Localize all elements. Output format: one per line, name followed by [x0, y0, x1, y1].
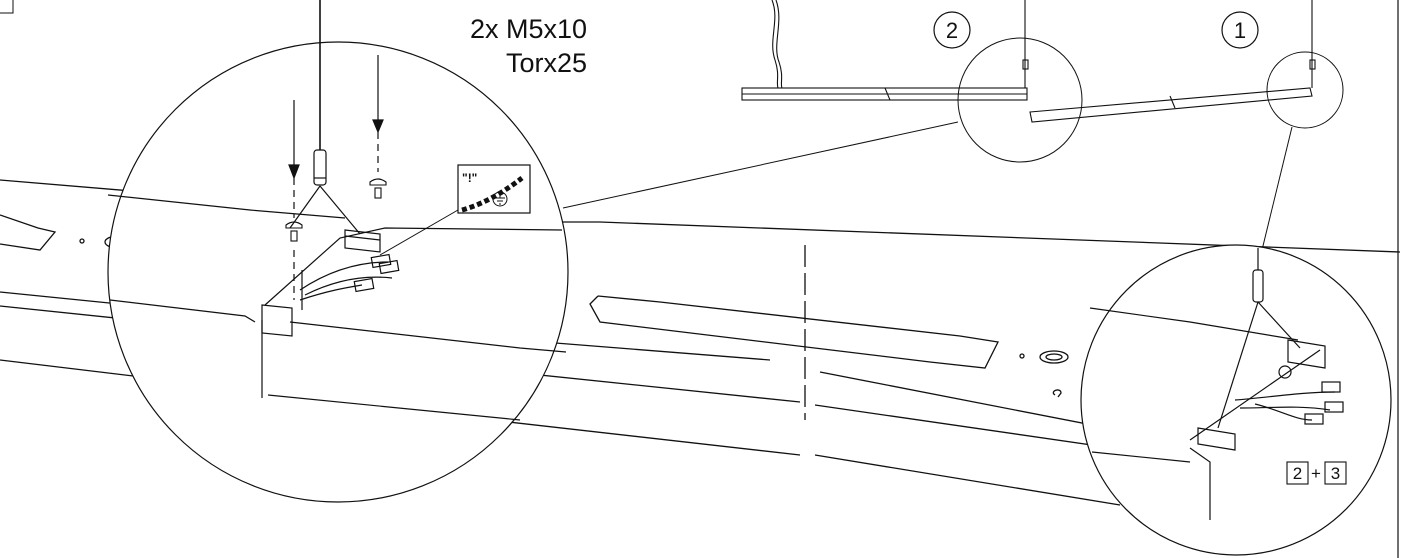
overview-detail-circle-1	[1266, 51, 1344, 129]
frame-corner	[0, 0, 14, 14]
ground-warning-inset: "!"	[379, 164, 531, 256]
step-marker-1-label: 1	[1234, 18, 1246, 43]
detail-end: 2 + 3	[1080, 244, 1392, 556]
step-marker-1: 1	[1221, 11, 1259, 49]
screw-icon	[285, 178, 387, 242]
step-marker-2-label: 2	[946, 18, 958, 43]
cable-hanger-icon	[289, 149, 361, 235]
insertion-arrows	[288, 55, 384, 300]
overview-detail-circle-2	[957, 37, 1083, 163]
connector-ref-left: 2	[1293, 464, 1302, 483]
connector-refs: 2 + 3	[1286, 461, 1347, 485]
connector-icon	[1304, 381, 1344, 425]
detail-joint: "!"	[107, 0, 569, 503]
screw-spec-drive: Torx25	[506, 48, 587, 78]
cable-hanger-icon	[1217, 248, 1301, 429]
wire-warning-label: "!"	[462, 171, 477, 185]
leader-line-left	[562, 121, 959, 209]
connector-ref-plus: +	[1311, 464, 1321, 483]
leader-line-right	[1261, 126, 1293, 251]
overview-luminaires	[741, 0, 1316, 123]
ground-icon	[492, 191, 508, 207]
connector-ref-right: 3	[1331, 464, 1340, 483]
screw-spec-quantity: 2x M5x10	[470, 14, 587, 44]
step-marker-2: 2	[933, 11, 971, 49]
